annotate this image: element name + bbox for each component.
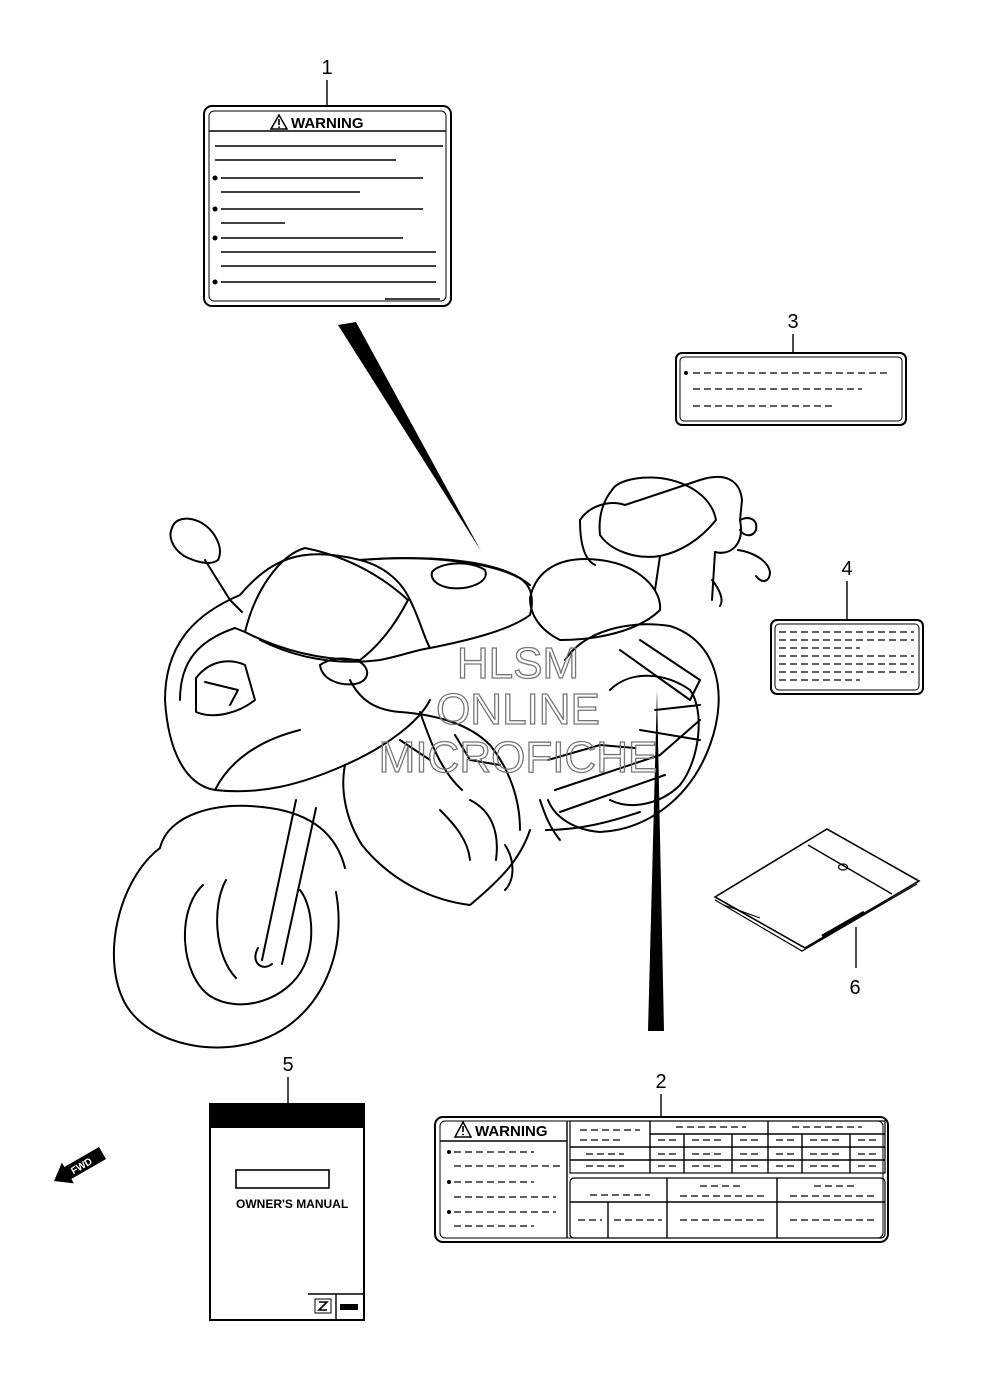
warning-label-1-title: WARNING [291, 115, 364, 132]
leader-label-1 [338, 322, 481, 551]
owners-manual-title: OWNER'S MANUAL [236, 1197, 348, 1211]
label-6[interactable]: 6 [713, 828, 921, 999]
watermark-line-3: MICROFICHE [379, 733, 658, 782]
callout-2: 2 [655, 1071, 666, 1093]
warning-label-2-title: WARNING [475, 1123, 548, 1140]
brand-logo-icon [314, 1298, 332, 1314]
watermark: HLSM ONLINE MICROFICHE [378, 638, 658, 782]
watermark-line-1: HLSM [457, 639, 579, 688]
warning-label-1[interactable]: 1 WARNING [203, 57, 452, 307]
callout-5: 5 [282, 1054, 293, 1076]
warning-triangle-icon [269, 113, 289, 130]
callout-4: 4 [841, 558, 852, 580]
callout-6: 6 [849, 977, 860, 999]
motorcycle-drawing [113, 475, 771, 1049]
warning-triangle-icon [453, 1120, 473, 1138]
callout-3: 3 [787, 311, 798, 333]
warning-label-2[interactable]: 2 WARNING [434, 1071, 889, 1243]
watermark-line-2: ONLINE [436, 685, 600, 734]
label-4[interactable]: 4 [770, 558, 924, 695]
forward-arrow-icon: FWD [54, 1146, 107, 1184]
label-3[interactable]: 3 [675, 311, 907, 426]
owners-manual[interactable]: 5 OWNER'S MANUAL [209, 1054, 365, 1321]
forward-arrow-label: FWD [69, 1156, 94, 1177]
leader-label-2 [648, 690, 664, 1031]
callout-1: 1 [321, 57, 332, 79]
